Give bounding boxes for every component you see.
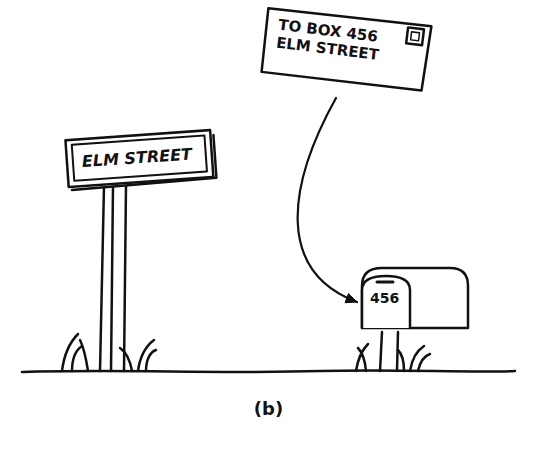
figure-caption: (b) bbox=[254, 398, 283, 419]
mailbox: 456 bbox=[360, 266, 470, 330]
mailbox-post bbox=[380, 332, 398, 371]
curved-arrow bbox=[298, 98, 357, 303]
grass-tuft bbox=[62, 334, 156, 371]
envelope: TO BOX 456 ELM STREET bbox=[258, 4, 433, 94]
sign-post bbox=[100, 185, 126, 371]
mailbox-text: 456 bbox=[370, 290, 399, 306]
ground-line bbox=[22, 370, 515, 372]
street-sign: ELM STREET bbox=[64, 129, 217, 191]
grass-tuft bbox=[356, 344, 430, 371]
caption-row: (b) bbox=[0, 398, 537, 419]
